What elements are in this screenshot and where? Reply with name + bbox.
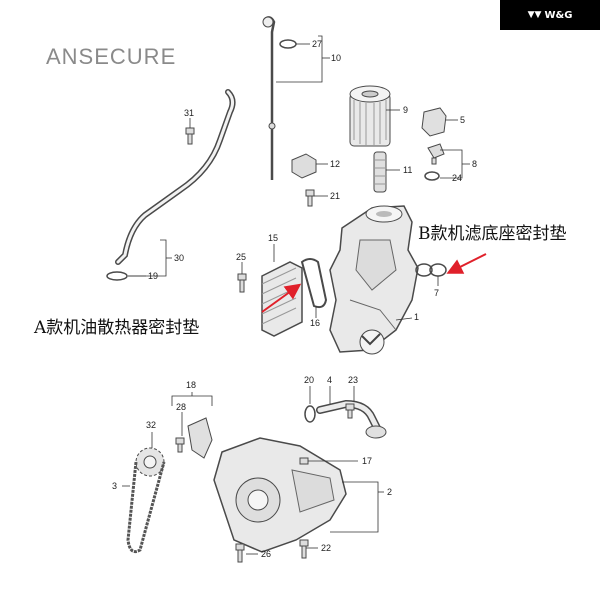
oring-24 [424, 171, 440, 181]
callout-arrow-b [446, 253, 487, 274]
bolt-23 [345, 403, 355, 419]
bolt-28 [175, 437, 185, 453]
wg-logo-icon: ▼▼ [527, 10, 542, 20]
part-number: 12 [330, 159, 340, 169]
bolt-17 [299, 457, 309, 465]
part-number: 7 [434, 288, 439, 298]
part-number: 23 [348, 375, 358, 385]
part-number: 25 [236, 252, 246, 262]
oil-filter-housing [329, 205, 419, 355]
part-number: 3 [112, 481, 117, 491]
part-number: 27 [312, 39, 322, 49]
part-number: 21 [330, 191, 340, 201]
callout-arrow-a [261, 283, 302, 313]
oil-cooler [261, 261, 303, 337]
part-number: 9 [403, 105, 408, 115]
part-number: 24 [452, 173, 462, 183]
bolt-26 [235, 543, 245, 563]
part-number: 11 [403, 165, 412, 175]
dipstick-oring [279, 39, 297, 49]
oil-filter [349, 85, 391, 147]
wg-badge-text: W&G [544, 9, 573, 21]
bolt-22 [299, 539, 309, 559]
part-number: 22 [321, 543, 331, 553]
part-number: 26 [261, 549, 271, 559]
oil-pressure-sensor [373, 151, 387, 193]
leader-lines [122, 35, 470, 555]
callout-label-a: A款机油散热器密封垫 [34, 318, 200, 338]
part-number: 1 [414, 312, 419, 322]
part-8-sender [427, 143, 445, 165]
oring-20 [304, 405, 316, 423]
guide-tube-oring [106, 271, 128, 281]
part-number: 17 [362, 456, 372, 466]
part-number: 20 [304, 375, 314, 385]
part-number: 16 [310, 318, 320, 328]
callout-label-b: B款机滤底座密封垫 [418, 224, 567, 244]
part-5-switch [421, 107, 447, 137]
part-number: 4 [327, 375, 332, 385]
bolt-21 [305, 189, 315, 207]
dipstick-guide-tube [115, 89, 236, 265]
part-12 [291, 153, 317, 179]
oil-cooler-seal [300, 258, 328, 309]
part-number: 8 [472, 159, 477, 169]
drive-chain [126, 461, 166, 554]
part-number: 32 [146, 420, 156, 430]
brand-watermark: ANSECURE [46, 44, 177, 69]
part-number: 2 [387, 487, 392, 497]
oil-pump [213, 437, 347, 553]
part-number: 10 [331, 53, 341, 63]
part-number-labels: 27 10 9 5 8 24 11 12 21 31 30 19 25 15 1… [112, 39, 477, 559]
dipstick [262, 16, 276, 180]
part-number: 15 [268, 233, 278, 243]
part-number: 31 [184, 108, 194, 118]
part-number: 19 [148, 271, 158, 281]
part-number: 5 [460, 115, 465, 125]
part-number: 30 [174, 253, 184, 263]
wg-badge: ▼▼ W&G [500, 0, 600, 30]
part-number: 18 [186, 380, 196, 390]
filter-base-seal [415, 263, 447, 277]
chain-tensioner [187, 417, 213, 459]
bolt-25 [237, 273, 247, 293]
part-number: 28 [176, 402, 186, 412]
bolt-31 [185, 127, 195, 145]
